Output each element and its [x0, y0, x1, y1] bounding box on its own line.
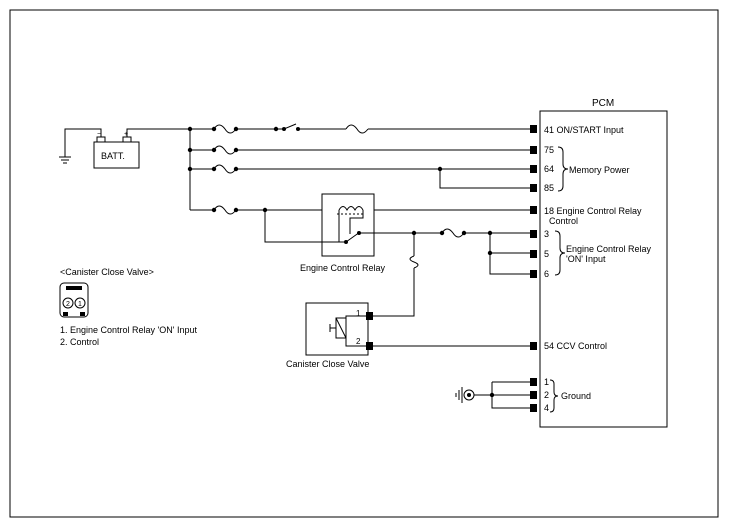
connector-legend-item: 2. Control	[60, 337, 99, 347]
group-ecr-on-b: 'ON' Input	[566, 254, 606, 264]
relay-coil-icon	[338, 206, 364, 212]
pin-label-4: 4	[544, 403, 549, 413]
wire-85	[439, 169, 530, 189]
pcm-pin-75[interactable]	[530, 146, 537, 154]
fuse-75-icon	[213, 145, 237, 155]
ccv-pin-1[interactable]	[366, 312, 373, 320]
wire-battery-ground	[64, 128, 102, 157]
fuse-relay-icon	[441, 228, 465, 238]
pcm-pin-2[interactable]	[530, 391, 537, 399]
brace-ground	[549, 379, 559, 413]
canister-close-valve[interactable]: 1 2	[305, 302, 373, 356]
junction-dots	[187, 126, 495, 398]
pin-label-3: 3	[544, 229, 549, 239]
fuse-64-icon	[213, 164, 237, 174]
ccv-pin-2-label: 2	[356, 337, 361, 346]
connector-legend-item: 1. Engine Control Relay 'ON' Input	[60, 325, 198, 335]
wire-relay-in	[264, 210, 339, 243]
pcm-pin-64[interactable]	[530, 165, 537, 173]
pin-label-64: 64	[544, 164, 554, 174]
group-ecr-on: Engine Control Relay	[566, 244, 652, 254]
brace-memory-power	[557, 146, 569, 192]
battery-pos-sign: +	[124, 131, 128, 138]
battery-label: BATT.	[101, 151, 125, 161]
connector-icon: 2 1	[59, 282, 89, 318]
ccv-label: Canister Close Valve	[286, 359, 369, 369]
fuse-41a-icon	[213, 124, 237, 134]
wire-pin-5-6	[489, 233, 530, 275]
brace-ecr-on	[554, 230, 566, 276]
pin-label-75: 75	[544, 145, 554, 155]
connector-legend-title: <Canister Close Valve>	[60, 267, 154, 277]
pcm-pin-5[interactable]	[530, 250, 537, 258]
pcm-pin-85[interactable]	[530, 184, 537, 192]
pcm-module[interactable]: PCM 41 ON/START Input 75 64 85 18 Engine…	[530, 98, 668, 428]
chassis-ground-icon	[59, 156, 71, 164]
fuse-ccv-icon	[409, 255, 419, 269]
group-memory-power: Memory Power	[569, 165, 630, 175]
ccv-pin-2[interactable]	[366, 342, 373, 350]
pin-label-18: 18 Engine Control Relay	[544, 206, 642, 216]
wire-ground	[474, 381, 530, 409]
battery[interactable]: BATT. − +	[93, 131, 140, 169]
pin-label-54: 54 CCV Control	[544, 341, 607, 351]
pin-label-5: 5	[544, 249, 549, 259]
pcm-pin-6[interactable]	[530, 270, 537, 278]
group-ground: Ground	[561, 391, 591, 401]
wire-to-ccv	[373, 233, 415, 317]
pin-label-2: 2	[544, 390, 549, 400]
pcm-pin-41[interactable]	[530, 125, 537, 133]
pin-label-41: 41 ON/START Input	[544, 125, 624, 135]
ccv-pin-1-label: 1	[356, 309, 361, 318]
engine-control-relay[interactable]	[321, 193, 375, 257]
pin-label-85: 85	[544, 183, 554, 193]
pcm-ground-icon	[455, 387, 475, 403]
connector-pin-b: 1	[78, 301, 82, 308]
pcm-title: PCM	[592, 98, 614, 109]
pin-label-1: 1	[544, 377, 549, 387]
relay-label: Engine Control Relay	[300, 263, 386, 273]
wire-battery-positive	[126, 128, 190, 137]
pin-label-18-b: Control	[549, 216, 578, 226]
connector-pin-a: 2	[66, 301, 70, 308]
diagram-border	[9, 9, 719, 518]
pcm-pin-18[interactable]	[530, 206, 537, 214]
pcm-pin-54[interactable]	[530, 342, 537, 350]
battery-neg-sign: −	[97, 131, 101, 138]
wire-41	[190, 123, 530, 130]
pcm-pin-4[interactable]	[530, 404, 537, 412]
pcm-pin-3[interactable]	[530, 230, 537, 238]
pcm-pin-1[interactable]	[530, 378, 537, 386]
fuse-18-icon	[213, 205, 237, 215]
fuse-41b-icon	[345, 124, 369, 134]
pin-label-6: 6	[544, 269, 549, 279]
